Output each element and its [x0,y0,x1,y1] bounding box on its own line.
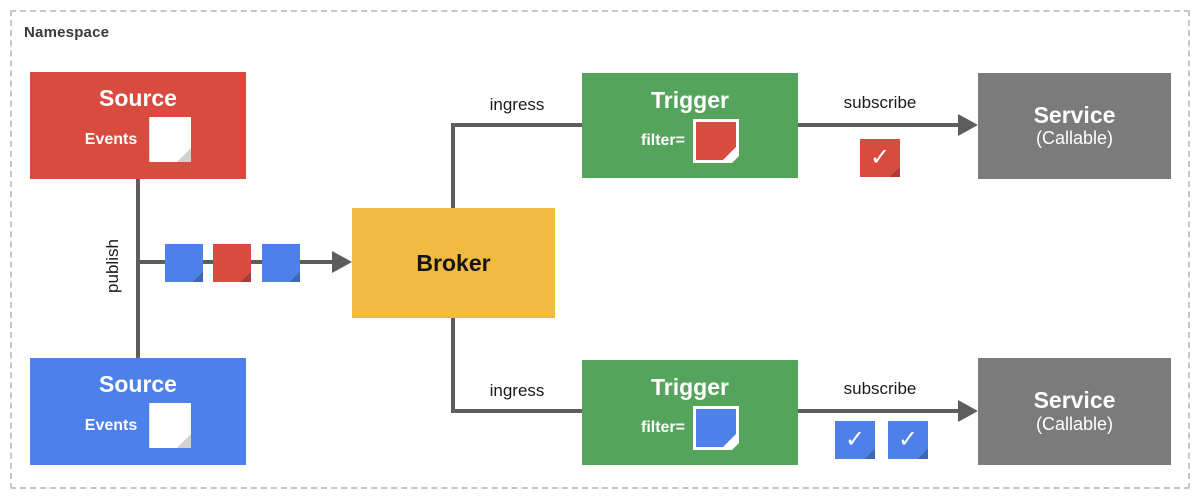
namespace-boundary [10,10,1190,489]
folded-corner [192,271,203,282]
subscribe-top-label: subscribe [843,93,917,112]
checkmark-icon: ✓ [869,142,891,171]
folded-corner [917,448,928,459]
bottom-trigger-box: Trigger filter= [582,360,798,465]
broker-title: Broker [416,249,491,276]
trigger-title: Trigger [651,374,729,400]
subscribe-bottom-line [797,409,960,413]
filter-document-icon [693,119,739,163]
namespace-label: Namespace [24,24,110,41]
service-subtitle: (Callable) [1035,413,1114,434]
source-title: Source [99,371,177,397]
bottom-service-box: Service (Callable) [978,358,1171,465]
checkmark-icon: ✓ [897,424,919,453]
ingress-top-label: ingress [489,95,545,114]
blue-source-box: Source Events [30,358,246,465]
filter-label: filter= [640,419,685,436]
events-document-icon [149,403,192,448]
ingress-bottom-line-vertical [451,316,455,411]
ingress-bottom-label: ingress [489,381,545,400]
top-service-box: Service (Callable) [978,73,1171,179]
folded-corner [240,271,251,282]
event-document-icon [165,244,203,282]
ingress-top-line-horizontal [451,123,583,127]
event-document-icon [262,244,300,282]
ingress-top-line-vertical [451,125,455,210]
publish-line-vertical [136,179,140,359]
events-label: Events [84,416,138,434]
filter-document-icon [693,406,739,450]
event-document-icon [213,244,251,282]
red-source-box: Source Events [30,72,246,179]
source-title: Source [99,85,177,111]
service-title: Service [1033,387,1116,414]
folded-corner [889,166,900,177]
events-document-icon [149,117,192,162]
ingress-bottom-line-horizontal [451,409,583,413]
filter-label: filter= [640,132,685,149]
events-label: Events [84,130,138,148]
publish-label: publish [103,239,122,293]
broker-box: Broker [352,208,555,318]
service-title: Service [1033,101,1116,128]
folded-corner [289,271,300,282]
checked-event-icon: ✓ [835,421,875,459]
subscribe-bottom-label: subscribe [843,379,917,398]
checked-event-icon: ✓ [860,139,900,177]
checked-event-icon: ✓ [888,421,928,459]
subscribe-top-line [797,123,960,127]
folded-corner [864,448,875,459]
top-trigger-box: Trigger filter= [582,73,798,178]
trigger-title: Trigger [651,87,729,113]
checkmark-icon: ✓ [844,424,866,453]
service-subtitle: (Callable) [1035,128,1114,149]
